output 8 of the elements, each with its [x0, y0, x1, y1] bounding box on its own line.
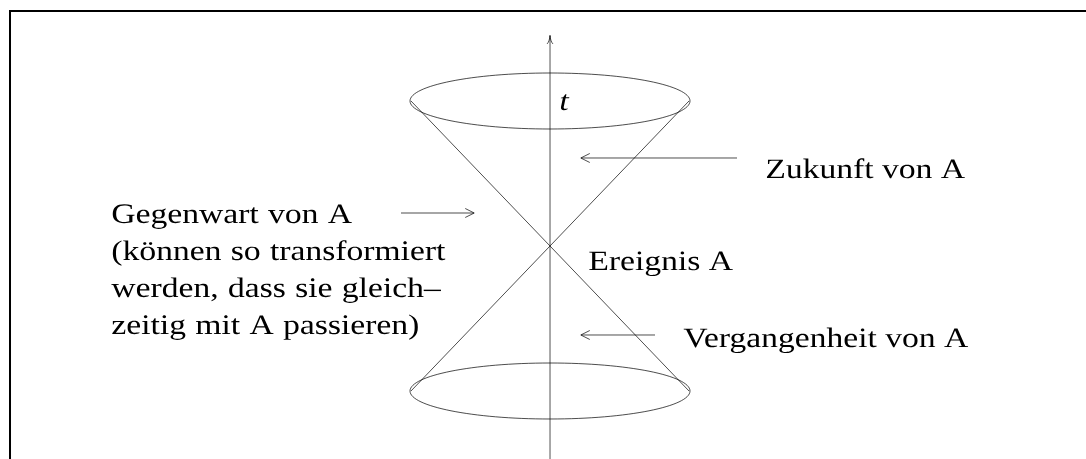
arrow [400, 208, 475, 218]
axis-label: t [560, 94, 570, 111]
event-label: Ereignis A [589, 251, 733, 277]
arrow [580, 330, 656, 340]
text-label: Zukunft von A [766, 158, 965, 179]
text-label: Gegenwart von A (können so transformiert werden, dass sie gleich– zeitig mit A passieren) [111, 204, 446, 340]
arrow [580, 153, 738, 163]
text-label: Vergangenheit von A [683, 327, 969, 354]
